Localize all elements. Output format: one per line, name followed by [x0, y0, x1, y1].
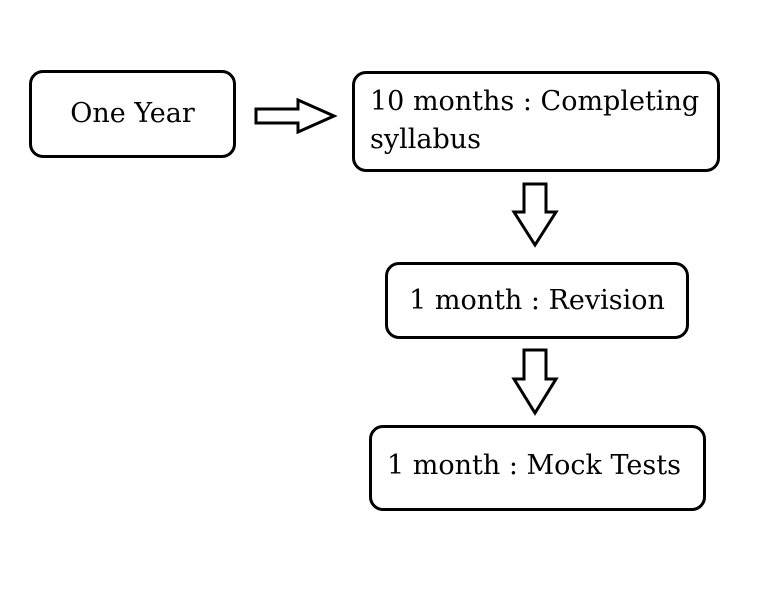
one-year-box: One Year — [29, 70, 236, 158]
down-arrow-icon — [511, 348, 559, 416]
one-year-label: One Year — [70, 98, 195, 129]
down-arrow-icon — [511, 182, 559, 248]
revision-box: 1 month : Revision — [385, 262, 689, 339]
revision-label: 1 month : Revision — [409, 284, 665, 316]
ten-months-box: 10 months : Completing syllabus — [352, 71, 720, 172]
right-arrow-icon — [254, 98, 338, 134]
mock-tests-box: 1 month : Mock Tests — [369, 425, 706, 511]
ten-months-label-line2: syllabus — [370, 124, 482, 155]
mock-tests-label: 1 month : Mock Tests — [387, 450, 681, 481]
ten-months-label-line1: 10 months : Completing — [370, 86, 700, 117]
